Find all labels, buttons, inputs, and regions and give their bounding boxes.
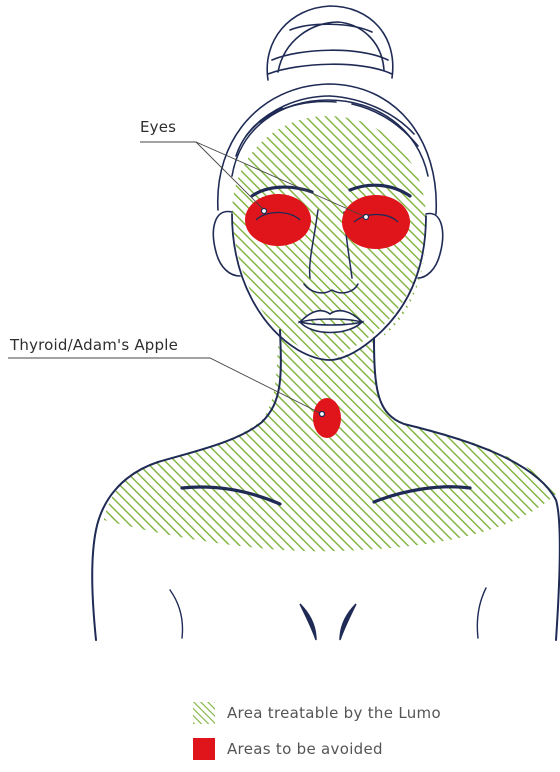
legend: Area treatable by the Lumo Areas to be a… [193,700,441,772]
legend-item-treatable: Area treatable by the Lumo [193,700,441,726]
chest-strokes [170,588,486,640]
left-eye-avoid-zone [245,194,311,246]
eyes-label: Eyes [140,118,176,136]
legend-treatable-label: Area treatable by the Lumo [227,704,441,722]
avoid-legend-swatch [193,738,215,760]
thyroid-avoid-zone [313,398,341,438]
treatable-legend-swatch [193,702,215,724]
legend-item-avoid: Areas to be avoided [193,736,441,762]
legend-avoid-label: Areas to be avoided [227,740,383,758]
thyroid-label: Thyroid/Adam's Apple [10,336,178,354]
right-eye-avoid-zone [342,195,410,249]
hair-bun [267,6,393,80]
neck-chest-hatch [104,330,556,550]
